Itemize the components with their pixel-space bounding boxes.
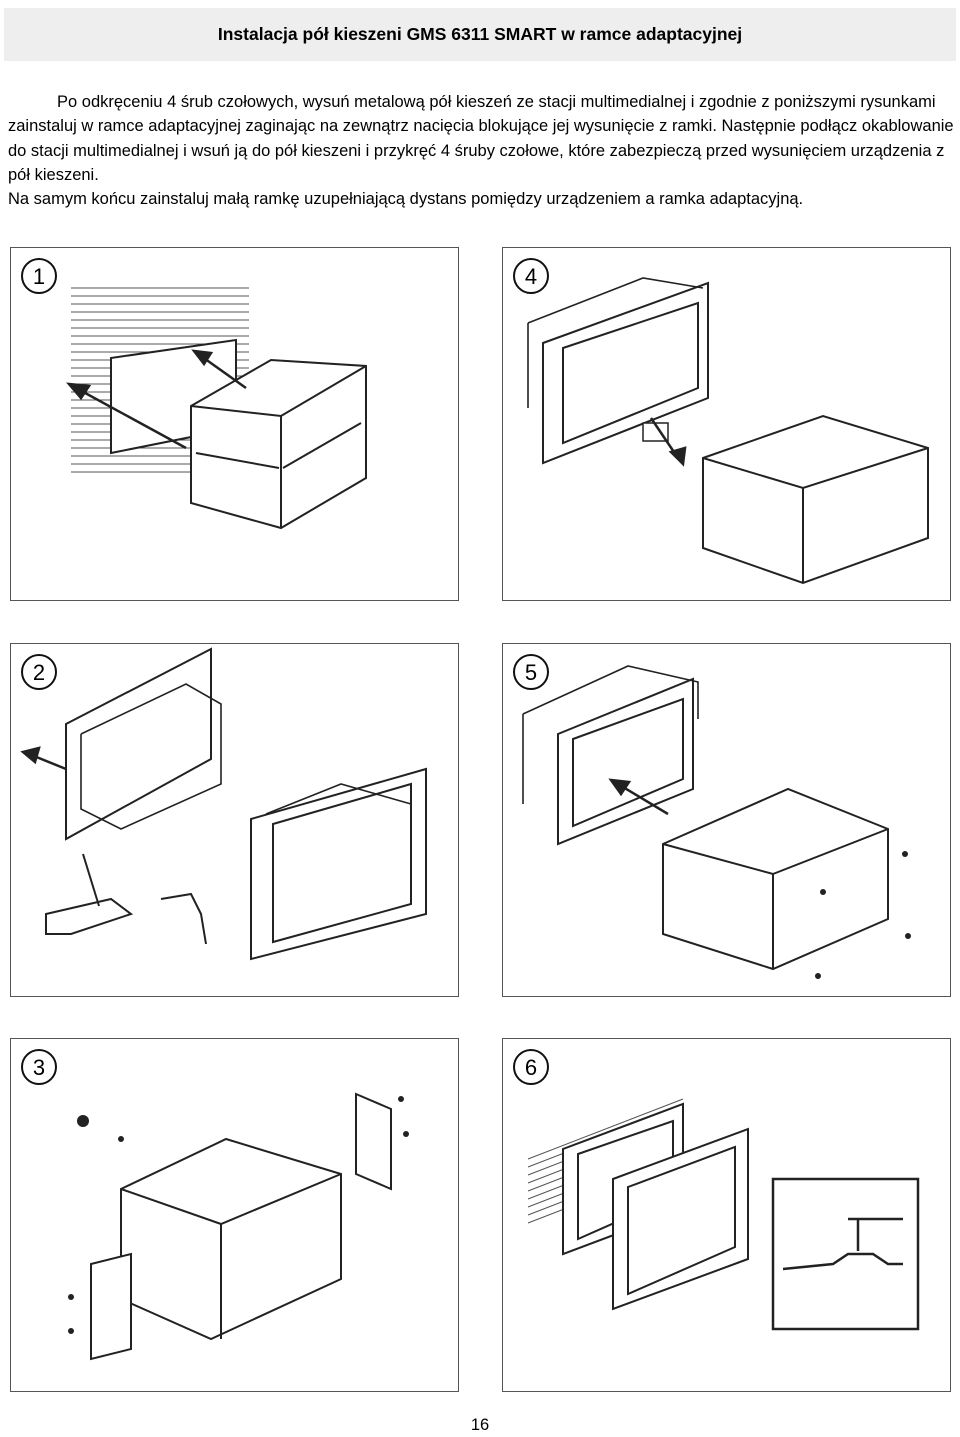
- cage-bracket: [527, 277, 704, 408]
- arrow-insert: [608, 778, 669, 816]
- step-2-illustration: 2: [10, 643, 459, 997]
- screwdriver-detail: [45, 853, 207, 945]
- adapter-frame: [65, 647, 427, 961]
- cage-bracket: [522, 665, 699, 804]
- multimedia-unit: [120, 1137, 342, 1341]
- instructions-paragraph-1: Po odkręceniu 4 śrub czołowych, wysuń me…: [8, 93, 954, 184]
- step-1-illustration: 1: [10, 247, 459, 601]
- adapter-frame: [542, 281, 709, 465]
- step-3-illustration: 3: [10, 1038, 459, 1392]
- side-bracket: [90, 1092, 392, 1361]
- arrow-left: [20, 746, 67, 771]
- step-5-illustration: 5: [502, 643, 951, 997]
- step-4-illustration: 4: [502, 247, 951, 601]
- cage-bracket: [190, 358, 367, 530]
- instructions-text: Po odkręceniu 4 śrub czołowych, wysuń me…: [8, 90, 956, 211]
- trim-frame: [612, 1127, 749, 1311]
- step-number: 5: [525, 660, 537, 685]
- page-number: 16: [470, 1416, 490, 1434]
- clip-detail: [771, 1177, 920, 1331]
- multimedia-unit: [702, 414, 929, 585]
- adapter-frame: [557, 677, 694, 846]
- step-number: 6: [525, 1055, 537, 1080]
- page-title: Instalacja pół kieszeni GMS 6311 SMART w…: [217, 24, 743, 44]
- step-number: 2: [33, 660, 45, 685]
- instructions-paragraph-2: Na samym końcu zainstaluj małą ramkę uzu…: [8, 190, 804, 209]
- screws: [815, 851, 911, 979]
- arrow-insert: [649, 417, 687, 467]
- arrow-left: [66, 349, 247, 450]
- step-6-illustration: 6: [502, 1038, 951, 1392]
- cage-bracket: [80, 683, 412, 830]
- step-number: 1: [33, 264, 45, 289]
- multimedia-unit: [662, 787, 889, 971]
- step-number: 3: [33, 1055, 45, 1080]
- page-header: Instalacja pół kieszeni GMS 6311 SMART w…: [4, 8, 956, 61]
- screws: [68, 1096, 409, 1334]
- step-number: 4: [525, 264, 537, 289]
